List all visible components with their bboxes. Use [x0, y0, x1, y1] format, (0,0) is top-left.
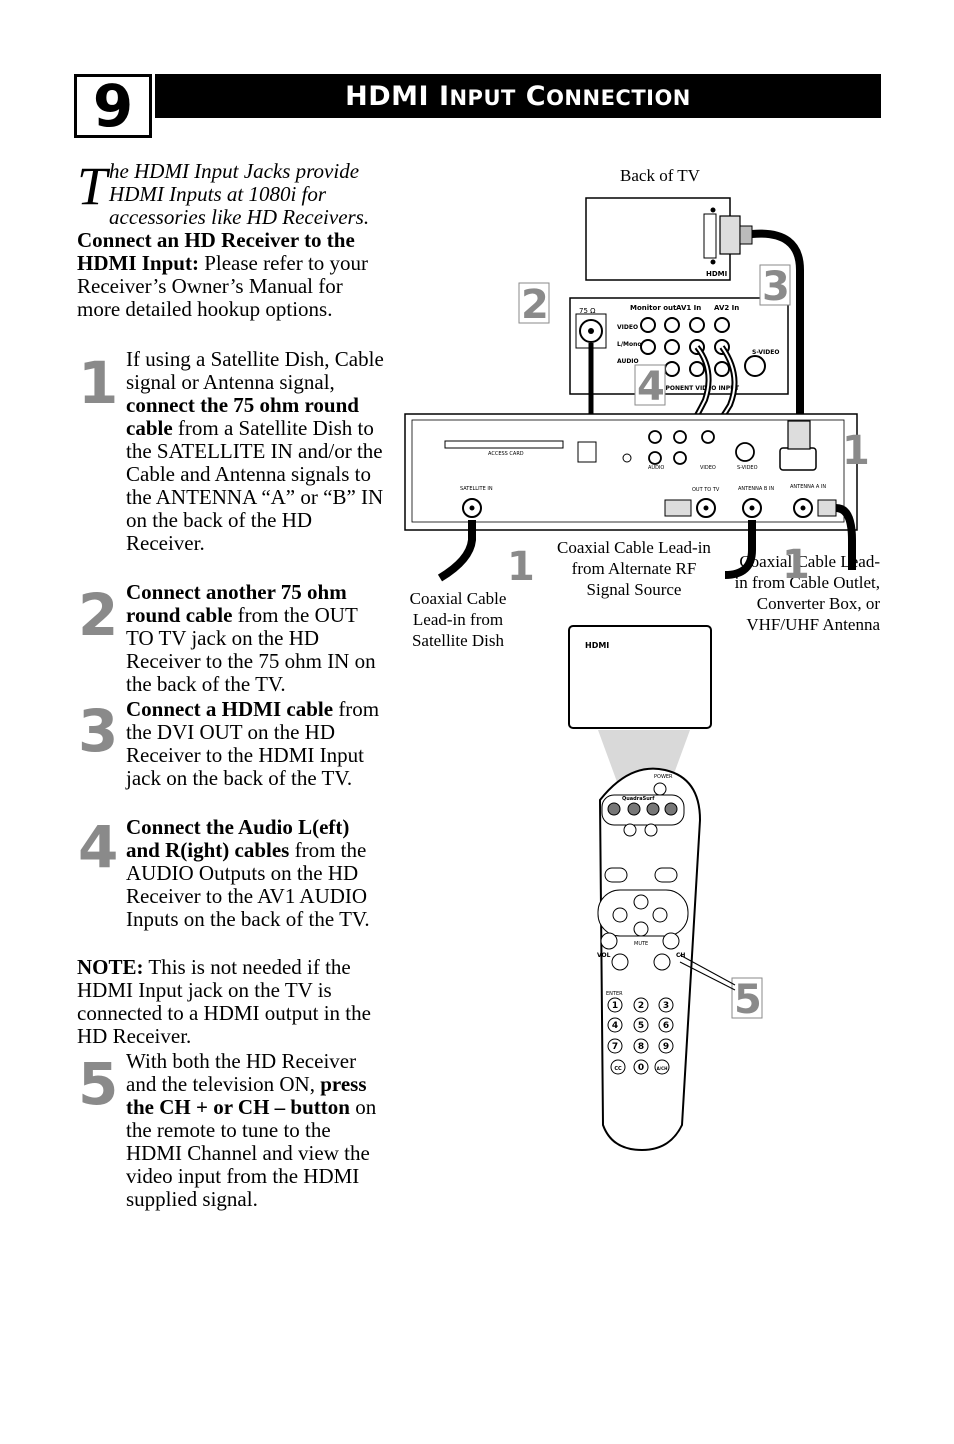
callout-3: 3: [762, 264, 790, 310]
svg-text:QuadraSurf: QuadraSurf: [622, 796, 655, 802]
svg-text:1: 1: [612, 1001, 618, 1011]
svg-text:MUTE: MUTE: [634, 941, 648, 947]
callout-1-antenna-a: 1: [842, 428, 870, 474]
svg-text:VOL: VOL: [597, 952, 611, 959]
step-number-4: 4: [78, 813, 119, 881]
screen-hdmi-label: HDMI: [585, 641, 609, 650]
hdmi-cable: [751, 229, 804, 420]
svg-text:8: 8: [638, 1042, 644, 1052]
svg-text:AV2 In: AV2 In: [714, 304, 739, 312]
svg-text:4: 4: [612, 1021, 618, 1031]
svg-text:2: 2: [638, 1001, 644, 1011]
svg-text:SATELLITE IN: SATELLITE IN: [460, 486, 493, 492]
dvi-out-jack: [779, 447, 817, 471]
svg-text:S-VIDEO: S-VIDEO: [737, 465, 758, 471]
hookup-diagram: HDMI 75 Ω Monitor out AV1 In AV2 In VIDE…: [404, 197, 870, 1152]
step-3-text: Connect a HDMI cable from the DVI OUT on…: [126, 697, 380, 790]
step-2-text: Connect another 75 ohm round cable from …: [126, 580, 376, 696]
svg-text:AV1 In: AV1 In: [676, 304, 701, 312]
svg-text:CC: CC: [614, 1066, 622, 1072]
svg-text:ACCESS CARD: ACCESS CARD: [488, 451, 524, 457]
tv-screen: [568, 625, 712, 729]
page-number: 9: [74, 74, 152, 138]
svg-text:7: 7: [612, 1042, 618, 1052]
svg-text:S-VIDEO: S-VIDEO: [752, 349, 779, 356]
svg-text:VIDEO: VIDEO: [700, 465, 716, 471]
hdmi-plug: [719, 215, 741, 255]
callout-4: 4: [637, 364, 665, 410]
svg-text:AUDIO: AUDIO: [617, 358, 639, 365]
callout-5: 5: [734, 977, 762, 1023]
note-paragraph: NOTE: This is not needed if the HDMI Inp…: [77, 955, 371, 1048]
cable-caption: Coaxial Cable Lead-in from Cable Outlet,…: [734, 552, 880, 634]
svg-text:3: 3: [663, 1001, 669, 1011]
svg-text:OUT TO TV: OUT TO TV: [692, 487, 720, 493]
callout-1-satellite: 1: [507, 544, 535, 590]
svg-text:ANTENNA A IN: ANTENNA A IN: [790, 484, 826, 490]
svg-text:ANTENNA B IN: ANTENNA B IN: [738, 486, 774, 492]
svg-text:AUDIO: AUDIO: [648, 465, 664, 471]
svg-text:0: 0: [638, 1063, 644, 1073]
svg-text:POWER: POWER: [654, 774, 673, 780]
page-title: HDMI INPUT CONNECTION: [345, 81, 691, 112]
step-number-1: 1: [78, 349, 119, 417]
svg-text:L/Mono: L/Mono: [617, 341, 642, 348]
svg-text:VIDEO: VIDEO: [617, 324, 638, 331]
callout-2: 2: [521, 282, 549, 328]
step-1-text: If using a Satellite Dish, Cable signal …: [126, 347, 384, 555]
drop-cap: T: [77, 156, 108, 216]
satellite-caption: Coaxial Cable Lead-in from Satellite Dis…: [409, 589, 507, 650]
svg-text:Monitor out: Monitor out: [630, 304, 677, 312]
hdmi-jack: [703, 213, 717, 259]
back-of-tv-caption: Back of TV: [620, 166, 700, 185]
svg-text:5: 5: [638, 1021, 644, 1031]
svg-text:6: 6: [663, 1021, 669, 1031]
alt-rf-caption: Coaxial Cable Lead-in from Alternate RF …: [557, 538, 711, 599]
step-number-5: 5: [78, 1050, 119, 1118]
ohm-label: 75 Ω: [579, 307, 596, 315]
svg-text:A/CH: A/CH: [657, 1066, 668, 1071]
title-bar: [155, 74, 881, 118]
remote-control: [598, 767, 702, 1152]
step-5-text: With both the HD Receiver and the televi…: [126, 1049, 377, 1211]
step-4-text: Connect the Audio L(eft) and R(ight) cab…: [126, 815, 370, 931]
hdmi-port-label: HDMI: [706, 270, 727, 278]
step-number-2: 2: [78, 581, 119, 649]
svg-text:COMPONENT VIDEO INPUT: COMPONENT VIDEO INPUT: [650, 385, 740, 392]
svg-text:ENTER: ENTER: [606, 991, 623, 997]
callout-1-antenna-b: 1: [782, 542, 810, 588]
svg-text:9: 9: [663, 1042, 669, 1052]
step-number-3: 3: [78, 697, 119, 765]
